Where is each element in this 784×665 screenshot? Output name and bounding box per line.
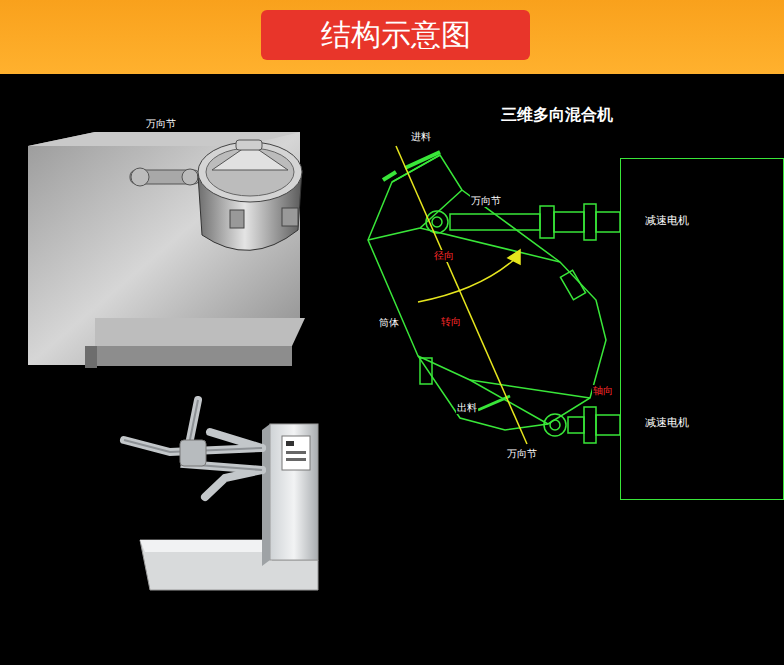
title: 结构示意图 [321, 15, 471, 56]
title-box: 结构示意图 [261, 10, 530, 60]
part-label: 筒体 [378, 317, 400, 329]
header-band [0, 0, 784, 74]
drawing-title: 三维多向混合机 [500, 106, 614, 124]
part-label: 万向节 [470, 195, 502, 207]
mixer-drawing [368, 152, 620, 443]
part-label: 出料 [456, 402, 478, 414]
part-label: 进料 [410, 131, 432, 143]
motor-label: 减速电机 [645, 417, 689, 430]
axis-and-rotation [396, 146, 527, 444]
motor-housing: 减速电机减速电机 [620, 158, 784, 500]
direction-label: 径向 [433, 250, 455, 262]
direction-label: 轴向 [592, 385, 614, 397]
motor-label: 减速电机 [645, 215, 689, 228]
machine-photo [124, 400, 318, 590]
machine-render [28, 132, 305, 368]
part-label: 万向节 [145, 118, 177, 130]
direction-label: 转向 [440, 316, 462, 328]
part-label: 万向节 [506, 448, 538, 460]
barrel-outline [368, 155, 606, 430]
